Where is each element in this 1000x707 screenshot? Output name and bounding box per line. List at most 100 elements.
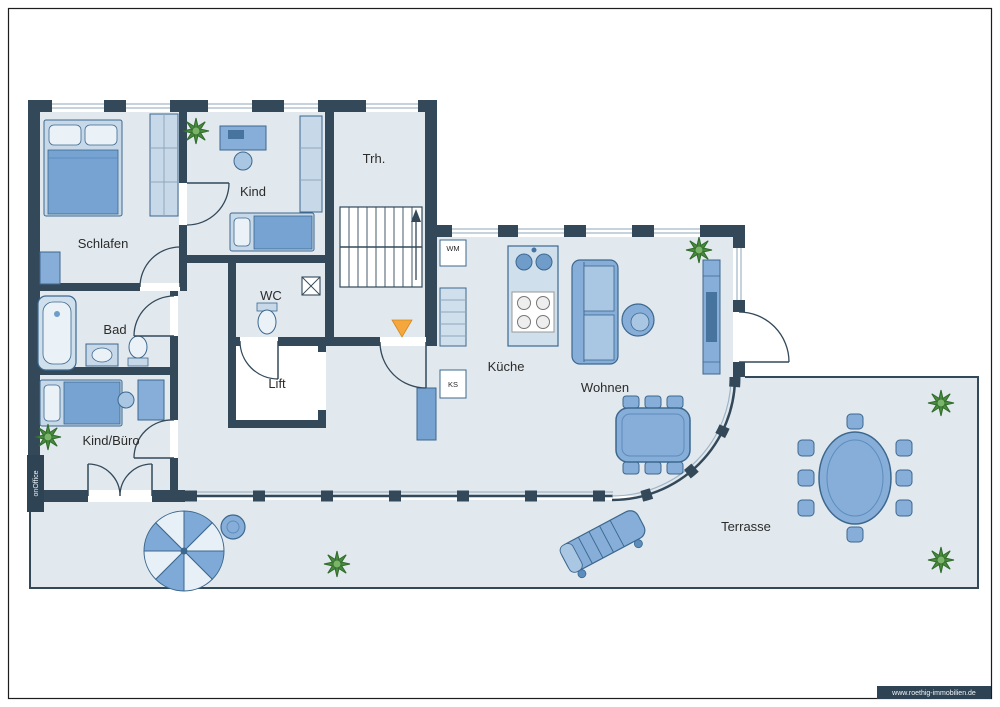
door-openings	[88, 183, 745, 502]
floor-terrace	[30, 377, 978, 588]
tall-cabinet	[416, 387, 437, 441]
wardrobe	[299, 115, 323, 213]
entrance-arrow-icon	[391, 319, 413, 338]
sun-lounger	[559, 510, 646, 579]
room-label-lift: Lift	[268, 376, 286, 391]
wall-segment	[425, 100, 437, 237]
shaft-symbol	[301, 276, 321, 296]
plant-icon	[323, 550, 351, 578]
door-opening	[240, 337, 278, 346]
wall-segment	[228, 263, 236, 337]
windows	[52, 100, 745, 300]
label-washing-machine: WM	[446, 244, 459, 253]
wall-segment	[187, 255, 334, 263]
desk-with-chair	[117, 379, 165, 421]
door-swing	[186, 182, 230, 226]
plant-icon	[927, 389, 955, 417]
wall-segment	[28, 367, 178, 375]
window	[366, 100, 418, 112]
room-label-wohnen: Wohnen	[581, 380, 629, 395]
stairs	[339, 206, 423, 288]
lift-shaft	[236, 346, 326, 420]
wall-segment	[28, 100, 40, 502]
room-label-kind: Kind	[240, 184, 266, 199]
wardrobe	[149, 113, 179, 217]
window	[654, 225, 700, 237]
room-label-wc: WC	[260, 288, 282, 303]
footer-website-text: www.roethig-immobilien.de	[891, 690, 976, 697]
toilet	[256, 302, 278, 335]
door-swing	[239, 340, 279, 380]
sink	[85, 343, 119, 367]
wall-segment	[228, 346, 236, 428]
wall-segment	[228, 337, 334, 346]
wall-segment	[28, 283, 187, 291]
room-label-bad: Bad	[103, 322, 126, 337]
bathtub	[37, 295, 77, 371]
sink-basin	[515, 253, 533, 271]
room-label-terrasse: Terrasse	[721, 519, 771, 534]
room-label-schlafen: Schlafen	[78, 236, 129, 251]
kitchen-island	[507, 245, 559, 347]
room-label-treppenhaus: Trh.	[363, 151, 386, 166]
single-bed	[229, 212, 315, 252]
door-opening	[179, 183, 187, 225]
door-swing	[139, 246, 181, 288]
door-opening	[170, 296, 178, 336]
window	[126, 100, 170, 112]
door-swing	[133, 419, 175, 459]
window	[586, 225, 632, 237]
room-labels: Schlafen Kind Trh. WC Bad Lift Kind/Büro…	[78, 151, 771, 534]
plant-icon	[927, 546, 955, 574]
parasol	[143, 510, 225, 592]
plant-icon	[182, 117, 210, 145]
window	[208, 100, 252, 112]
desk-with-chair	[219, 125, 267, 171]
plant-icon	[34, 423, 62, 451]
faucet	[531, 247, 537, 253]
side-table	[220, 514, 246, 540]
door-opening	[140, 283, 180, 291]
window	[284, 100, 318, 112]
single-bed	[39, 379, 123, 427]
terrace-table-with-chairs	[797, 413, 913, 543]
kitchen-cabinet	[439, 287, 467, 347]
window	[733, 248, 745, 300]
door-swing-double	[87, 463, 153, 497]
toilet	[127, 335, 149, 367]
washing-machine	[439, 239, 467, 267]
dining-table-with-chairs	[615, 395, 691, 475]
wall-segment	[425, 237, 437, 346]
refrigerator	[439, 369, 467, 399]
window	[518, 225, 564, 237]
door-opening	[733, 312, 745, 362]
sofa	[571, 259, 619, 365]
lift-door-opening	[318, 352, 326, 410]
room-label-kueche: Küche	[488, 359, 525, 374]
door-opening	[380, 337, 426, 346]
monitor	[228, 130, 244, 139]
room-label-kind-buero: Kind/Büro	[82, 433, 139, 448]
stairs-arrow-icon	[411, 209, 421, 222]
footer-bar: www.roethig-immobilien.de	[877, 686, 991, 699]
door-opening	[170, 420, 178, 458]
window	[52, 100, 104, 112]
armchair	[621, 303, 655, 337]
door-swing	[379, 341, 427, 389]
terrace-border	[29, 376, 979, 589]
label-fridge: KS	[448, 380, 458, 389]
dresser	[39, 251, 61, 285]
stove	[511, 291, 555, 333]
software-logo-text: onOffice	[33, 470, 40, 496]
glass-front	[185, 376, 741, 506]
software-logo: onOffice	[27, 455, 44, 512]
door-swings	[87, 182, 790, 497]
wall-segment	[228, 420, 326, 428]
window	[452, 225, 498, 237]
door-swing	[738, 311, 790, 363]
tv-unit	[702, 259, 721, 375]
door-swing	[133, 295, 175, 337]
sink-basin	[535, 253, 553, 271]
